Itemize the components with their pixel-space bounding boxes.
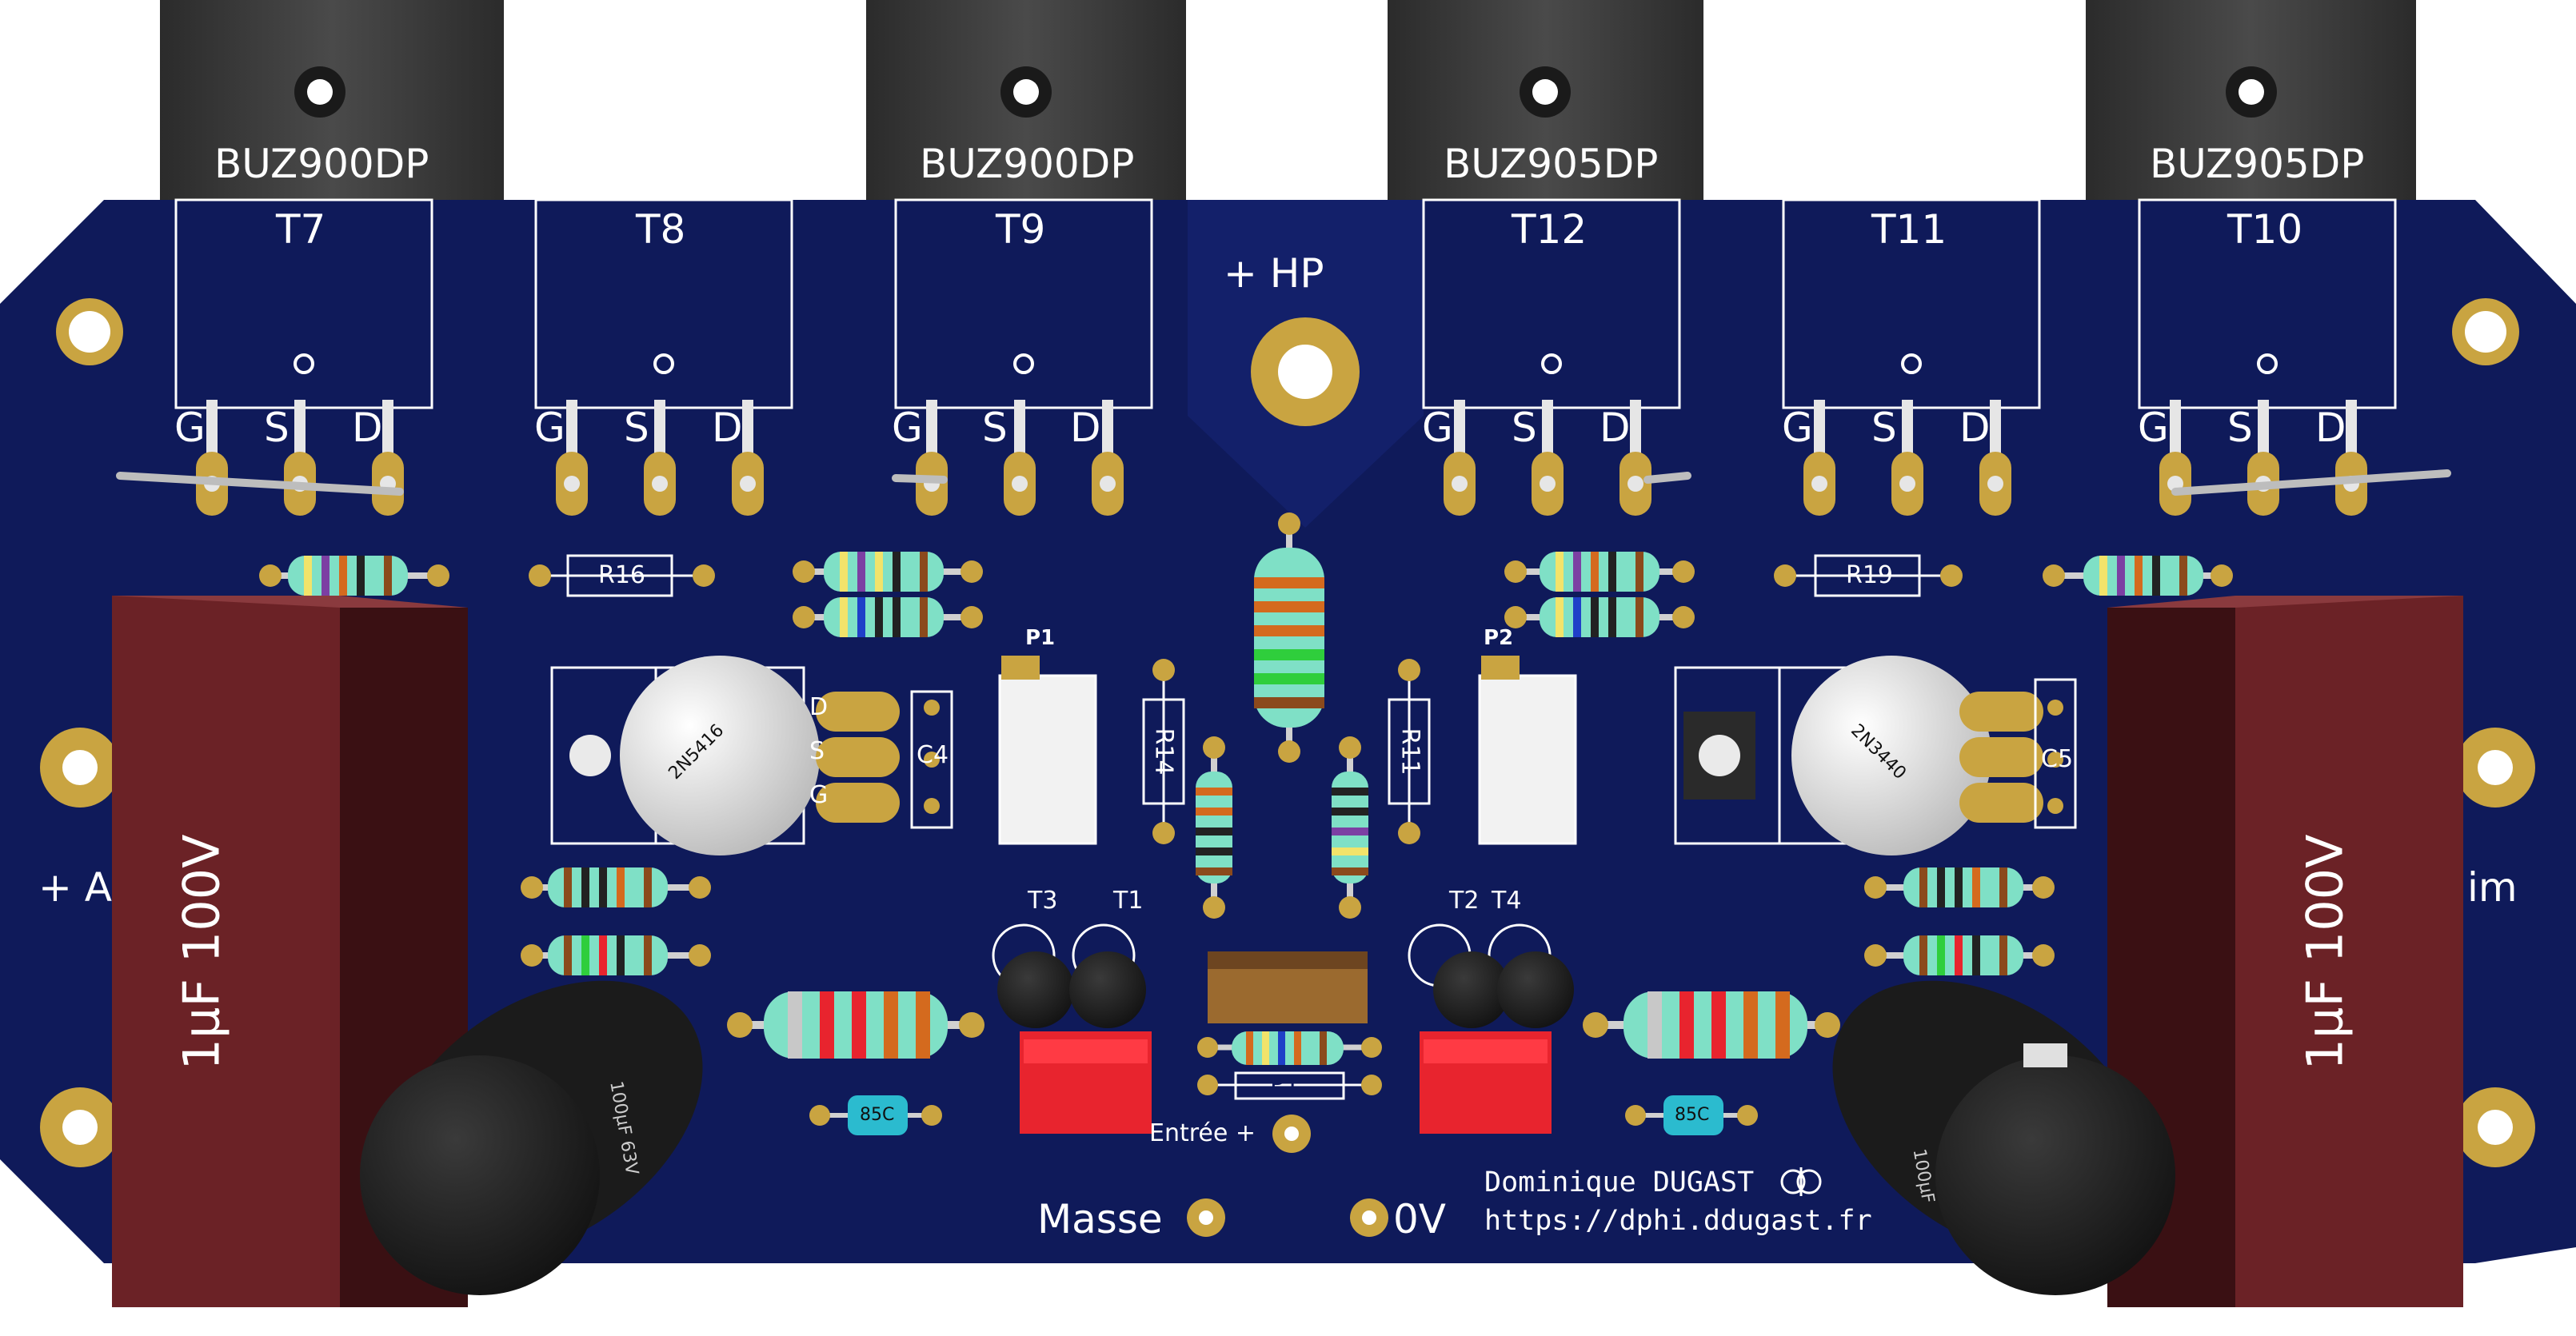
- resistor-pair-right: [1504, 552, 1695, 637]
- mounting-holes: [40, 298, 2535, 1167]
- resistor-r11-outline: [1388, 659, 1431, 844]
- connection-pads: [1187, 1115, 1388, 1237]
- resistors-center-low: [1197, 1031, 1382, 1100]
- author-logo-icon: [1780, 1167, 1822, 1196]
- resistor-vertical-left: [1196, 736, 1232, 919]
- resistor-r14-outline: [1142, 659, 1185, 844]
- transistor-marker-dots: [294, 353, 2278, 374]
- jumper-wires: [116, 469, 2451, 496]
- resistor-center-vertical: [1254, 512, 1324, 763]
- resistor-r16: [529, 554, 715, 597]
- small-caps-85c: [809, 1095, 1758, 1135]
- jfet-right: [1674, 656, 2077, 855]
- trimmer-p2: [1478, 656, 1577, 845]
- resistor-pair-left: [793, 552, 983, 637]
- trimmer-bases: [1020, 1031, 1552, 1134]
- power-resistor-right: [1583, 991, 1840, 1059]
- electrolytic-left: [360, 980, 703, 1295]
- hp-output-pad: [1251, 317, 1360, 426]
- resistor-r-topleft: [259, 556, 449, 596]
- film-cap-left: [112, 596, 468, 1307]
- trimmer-p1: [998, 656, 1097, 845]
- resistor-vertical-right: [1332, 736, 1368, 919]
- resistor-r-topright: [2043, 556, 2233, 596]
- jfet-left: [550, 656, 953, 855]
- power-resistor-left: [727, 991, 984, 1059]
- film-cap-center: [1208, 951, 1368, 1023]
- resistors-mid-right: [1864, 867, 2055, 975]
- heatsinks: [160, 0, 2416, 200]
- resistor-r19: [1774, 554, 1963, 597]
- resistors-mid-left: [521, 867, 711, 975]
- heatsink-holes: [294, 66, 2277, 118]
- small-transistors: [992, 923, 1574, 1028]
- electrolytic-right: [1832, 980, 2175, 1295]
